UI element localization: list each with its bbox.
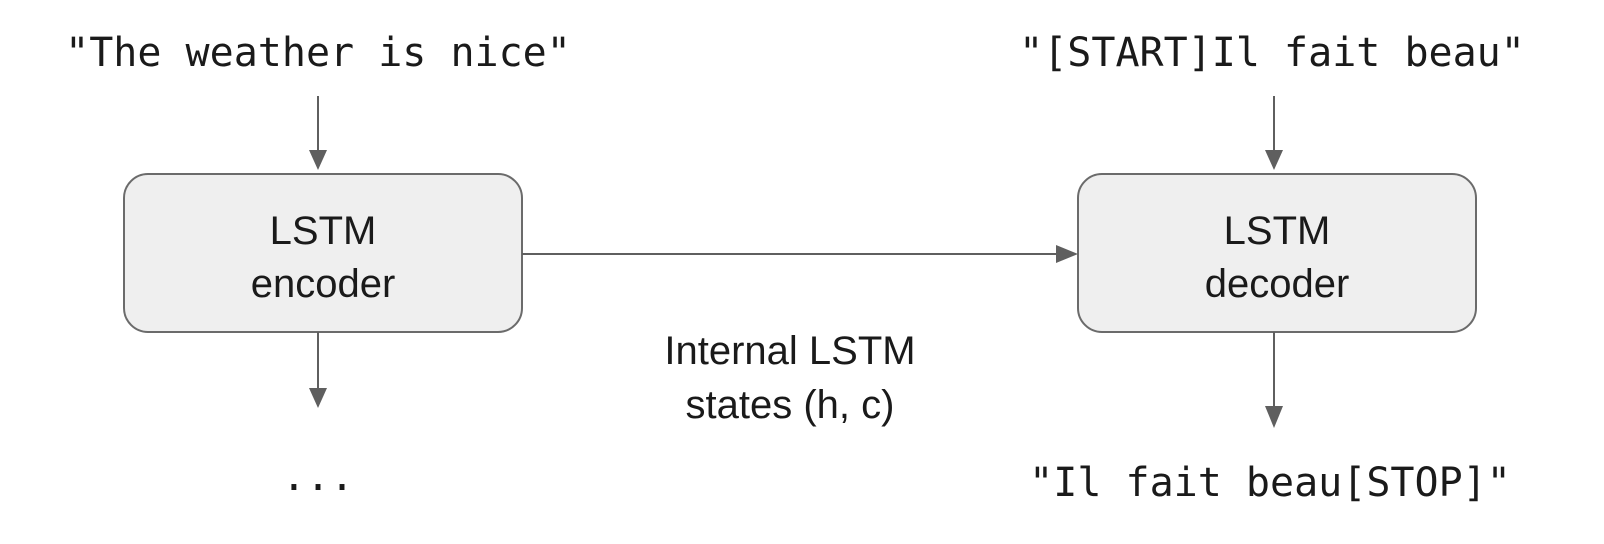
arrow-input-to-decoder [1265,96,1283,170]
encoder-box [123,173,523,333]
decoder-label-line2: decoder [1205,262,1350,306]
decoder-output-text: "Il fait beau[STOP]" [1029,460,1511,506]
decoder-node: LSTM decoder [1077,173,1477,333]
decoder-input-text: "[START]Il fait beau" [1019,30,1525,76]
encoder-node: LSTM encoder [123,173,523,333]
arrow-input-to-encoder [309,96,327,170]
decoder-label-line1: LSTM [1224,209,1331,253]
encoder-output-ellipsis: ... [282,454,354,500]
input-sentence-text: "The weather is nice" [65,30,571,76]
arrow-encoder-to-output [309,332,327,408]
encoder-label-line2: encoder [251,262,396,306]
states-label-line1: Internal LSTM [664,329,915,373]
decoder-box [1077,173,1477,333]
encoder-label-line1: LSTM [270,209,377,253]
arrow-decoder-to-output [1265,332,1283,428]
states-label-line2: states (h, c) [686,383,895,427]
arrow-encoder-to-decoder [522,245,1078,263]
